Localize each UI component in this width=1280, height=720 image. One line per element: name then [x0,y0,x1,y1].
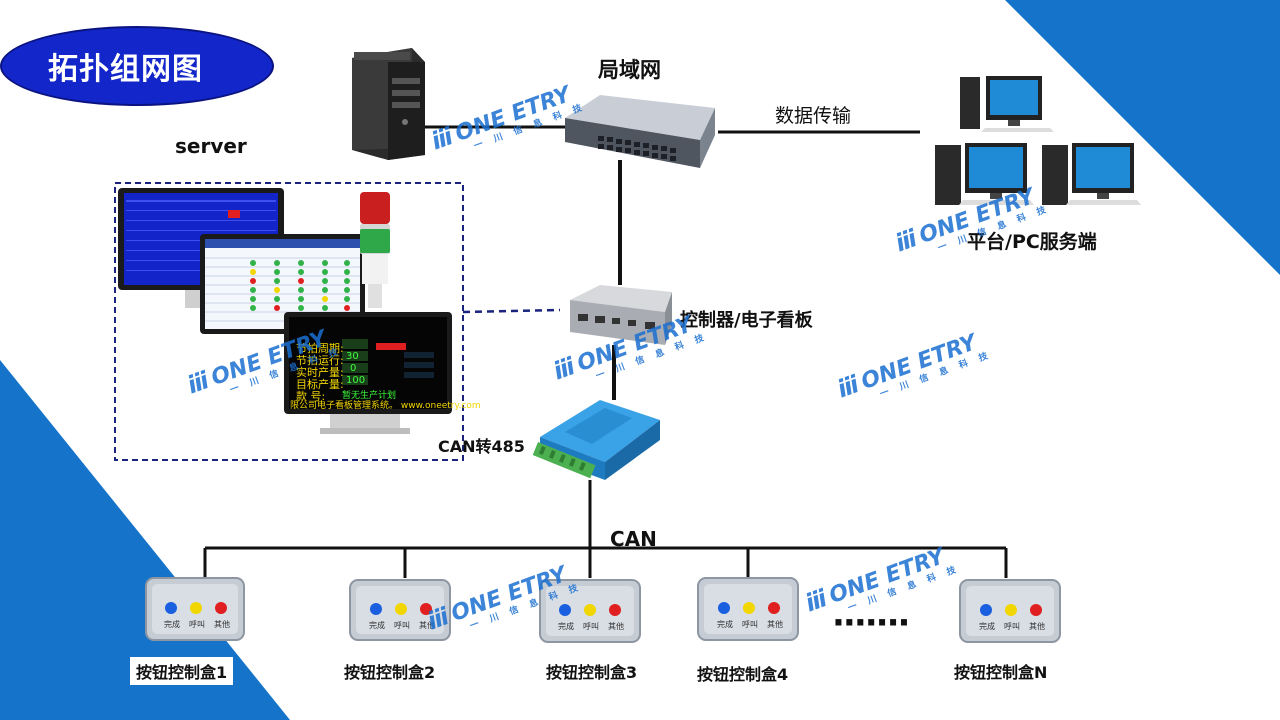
button-box-label-4: 按钮控制盒4 [691,659,795,687]
btn-caption: 呼叫 [1004,622,1020,631]
board-row-5: 款 号: [296,390,326,403]
button-box-label-n: 按钮控制盒N [948,657,1054,685]
button-box-label-3: 按钮控制盒3 [540,657,644,685]
button-box-label-2: 按钮控制盒2 [338,657,442,685]
board-value-3: 0 [350,363,357,374]
btn-caption: 呼叫 [742,620,758,629]
more-dots: ······· [832,603,910,643]
title-pill [0,26,274,106]
button-box-icon [959,579,1061,643]
btn-caption: 完成 [558,622,574,631]
btn-caption: 完成 [979,622,995,631]
board-row-3: 实时产量: [296,366,344,379]
btn-caption: 呼叫 [583,622,599,631]
btn-caption: 其他 [608,622,624,631]
btn-caption: 其他 [214,620,230,629]
btn-caption: 完成 [164,620,180,629]
btn-caption: 呼叫 [189,620,205,629]
board-value-2: 30 [346,351,359,362]
can-label: CAN [610,527,657,551]
btn-caption: 其他 [1029,622,1045,631]
board-value-5: 暂无生产计划 [342,391,397,401]
board-footer: 限公司电子看板管理系统。 www.oneetry.com [290,401,481,411]
board-row-2: 节拍运行: [296,354,344,367]
button-box-icon [539,579,641,643]
board-row-4: 目标产量: [296,378,344,391]
data-transfer-label: 数据传输 [775,105,852,127]
page-title: 拓扑组网图 [48,52,203,87]
button-box-icon [349,579,451,641]
server-label: server [175,134,247,158]
button-box-icon [145,577,245,641]
button-box-label-1: 按钮控制盒1 [130,657,234,685]
controller-label: 控制器/电子看板 [680,310,813,331]
btn-caption: 其他 [767,620,783,629]
lan-label: 局域网 [598,58,661,82]
board-value-4: 100 [346,375,366,386]
button-box-icon [697,577,799,641]
btn-caption: 呼叫 [394,621,410,630]
can485-label: CAN转485 [438,437,525,456]
btn-caption: 完成 [717,620,733,629]
board-row-1: 节拍周期: [296,342,344,355]
btn-caption: 完成 [369,621,385,630]
platform-label: 平台/PC服务端 [967,231,1097,253]
btn-caption: 其他 [419,621,435,630]
